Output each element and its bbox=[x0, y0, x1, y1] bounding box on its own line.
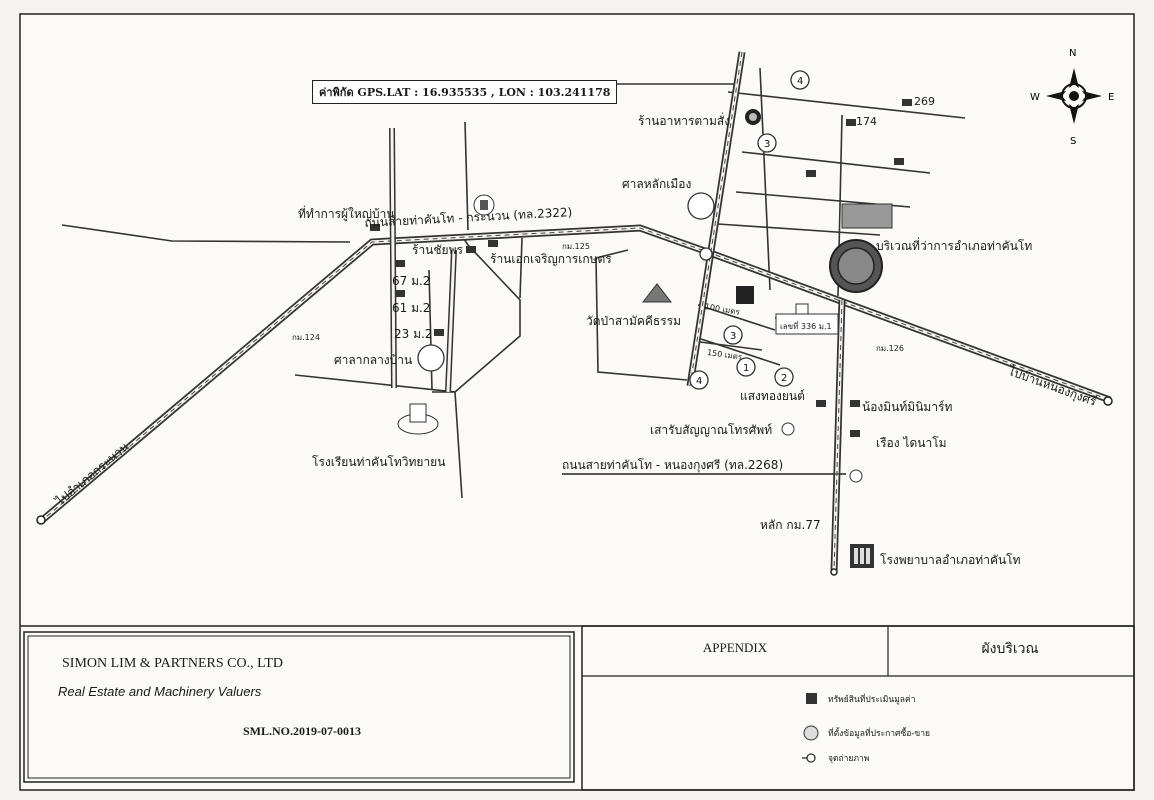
house-61-label: 61 ม.2 bbox=[392, 301, 431, 315]
company-name: SIMON LIM & PARTNERS CO., LTD bbox=[62, 656, 283, 671]
sala-marker bbox=[417, 344, 445, 372]
photo-point-label: 2 bbox=[781, 373, 787, 384]
city-pillar-marker bbox=[687, 192, 715, 220]
house-269-label: 269 bbox=[914, 95, 935, 108]
subject-property-legend-icon bbox=[806, 693, 817, 704]
subject-property-marker bbox=[736, 286, 754, 304]
road-end-marker bbox=[830, 568, 838, 576]
km77-label: หลัก กม.77 bbox=[760, 518, 821, 532]
legend-photo-point: จุดถ่ายภาพ bbox=[828, 754, 870, 764]
legend-subject-property: ทรัพย์สินที่ประเมินมูลค่า bbox=[828, 695, 916, 705]
house-336-label: เลขที่ 336 ม.1 bbox=[780, 322, 832, 331]
road-2268-label: ถนนสายท่าคันโท - หนองกุงศรี (ทล.2268) bbox=[562, 458, 784, 472]
nong-min-label: น้องมินท์มินิมาร์ท bbox=[862, 400, 953, 414]
reference-number: SML.NO.2019-07-0013 bbox=[243, 724, 361, 738]
school-label: โรงเรียนท่าคันโทวิทยายน bbox=[312, 455, 446, 469]
title-block-company-inner bbox=[27, 635, 571, 779]
sheet-border bbox=[19, 13, 1135, 791]
temple-icon bbox=[641, 283, 673, 303]
sala-label: ศาลากลางบ้าน bbox=[334, 353, 413, 367]
headman-office-icon bbox=[473, 194, 495, 216]
title-block-info bbox=[581, 625, 1135, 791]
compass-rose-icon bbox=[1046, 68, 1102, 124]
photo-point-legend-icon bbox=[806, 753, 816, 763]
km124-label: กม.124 bbox=[292, 333, 320, 342]
ran-chai-label: ร้านชัยพร bbox=[412, 243, 463, 257]
building-icons bbox=[370, 99, 912, 437]
road-end-marker bbox=[36, 515, 46, 525]
compass-w: W bbox=[1030, 92, 1040, 103]
market-data-legend-icon bbox=[803, 725, 819, 741]
legend-market-data: ที่ตั้งข้อมูลที่ประกาศซื้อ-ขาย bbox=[828, 729, 930, 739]
house-336-box bbox=[775, 313, 839, 335]
district-office-label: บริเวณที่ว่าการอำเภอท่าคันโท bbox=[876, 239, 1033, 253]
district-office-building-icon bbox=[841, 203, 893, 229]
photo-point-label: 3 bbox=[730, 331, 736, 342]
compass-n: N bbox=[1069, 48, 1076, 59]
company-tagline: Real Estate and Machinery Valuers bbox=[58, 684, 262, 699]
photo-point-label: 3 bbox=[764, 139, 770, 150]
house-67-label: 67 ม.2 bbox=[392, 274, 431, 288]
km125-label: กม.125 bbox=[562, 242, 590, 251]
district-office-seal-inner bbox=[837, 247, 875, 285]
hospital-icon bbox=[850, 544, 874, 568]
main-roads bbox=[37, 51, 1112, 573]
telecom-tower-label: เสารับสัญญาณโทรศัพท์ bbox=[650, 423, 773, 437]
compass-e: E bbox=[1108, 92, 1114, 103]
ran-lek-label: ร้านเอกเจริญการเกษตร bbox=[490, 252, 612, 266]
compass-s: S bbox=[1070, 136, 1076, 147]
restaurant-icon bbox=[745, 109, 761, 125]
photo-point-label: 4 bbox=[797, 76, 803, 87]
saeng-thong-label: แสงทองยนต์ bbox=[740, 389, 805, 403]
school-icon bbox=[397, 403, 439, 435]
appendix-label: APPENDIX bbox=[702, 640, 768, 655]
restaurant-label: ร้านอาหารตามสั่ง bbox=[638, 114, 731, 128]
telecom-tower-marker bbox=[781, 422, 795, 436]
house-174-label: 174 bbox=[856, 115, 877, 128]
hospital-label: โรงพยาบาลอำเภอท่าคันโท bbox=[880, 553, 1021, 567]
house-23-label: 23 ม.2 bbox=[394, 327, 433, 341]
photo-point-label: 4 bbox=[696, 376, 702, 387]
gps-coordinates: ค่าพิกัด GPS.LAT : 16.935535 , LON : 103… bbox=[312, 80, 618, 104]
road-end-marker bbox=[1103, 396, 1113, 406]
city-pillar-label: ศาลหลักเมือง bbox=[622, 177, 692, 191]
rueang-label: เรือง ไดนาโม bbox=[876, 436, 947, 450]
site-plan-title: ผังบริเวณ bbox=[981, 641, 1039, 657]
title-block-company bbox=[23, 631, 575, 783]
km126-label: กม.126 bbox=[876, 344, 904, 353]
photo-point-markers bbox=[689, 70, 810, 390]
photo-point-label: 1 bbox=[743, 363, 749, 374]
shop-marker bbox=[849, 469, 863, 483]
headman-office-label: ที่ทำการผู้ใหญ่บ้าน bbox=[298, 207, 395, 221]
wat-label: วัดป่าสามัคคีธรรม bbox=[586, 314, 682, 328]
